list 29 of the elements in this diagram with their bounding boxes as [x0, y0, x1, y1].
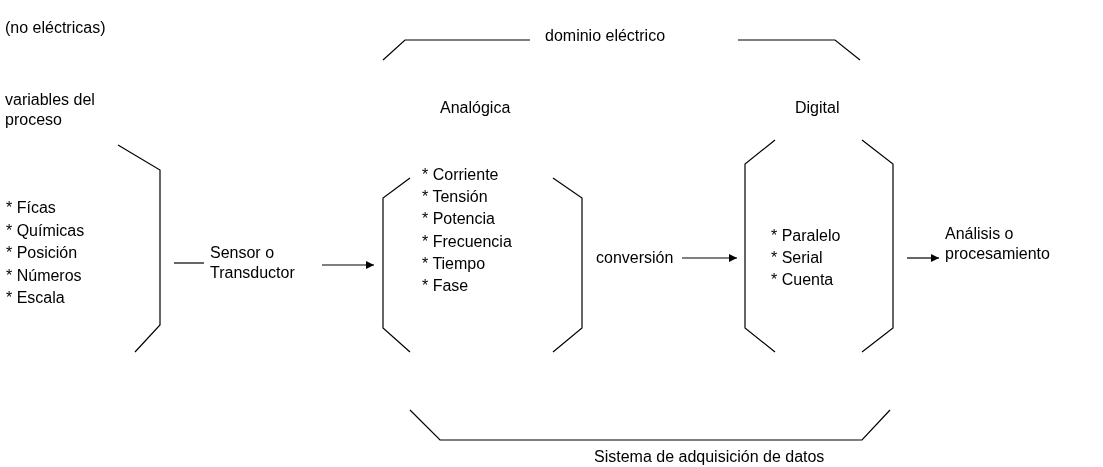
list-item: * Tiempo [422, 253, 486, 273]
column-heading: Analógica [440, 98, 511, 117]
bracket-label: Sistema de adquisición de datos [594, 447, 825, 467]
note-text: (no eléctricas) [5, 18, 106, 38]
list-item: * Corriente [422, 165, 499, 184]
arrow [906, 254, 940, 262]
list-item: * Fase [422, 276, 469, 295]
list-item: * Escala [6, 288, 65, 307]
heading-text: variables del proceso [5, 90, 96, 130]
list-item: * Químicas [6, 220, 85, 240]
connector-line [173, 262, 205, 264]
list-item: * Serial [771, 248, 823, 267]
bracket-label: dominio eléctrico [545, 26, 666, 46]
stage-label: conversión [596, 248, 680, 268]
arrow [681, 254, 738, 262]
list-item: * Fícas [6, 198, 56, 217]
list-item: * Paralelo [771, 226, 841, 245]
stage-label: Sensor o Transductor [210, 243, 320, 283]
list-item: * Tensión [422, 187, 488, 207]
bracketed-list [743, 98, 897, 355]
bracketed-list [380, 98, 586, 355]
list-item: * Frecuencia [422, 231, 512, 251]
stage-label: Análisis o procesamiento [945, 224, 1095, 264]
list-item: * Cuenta [771, 270, 834, 289]
list-item: * Posición [6, 243, 78, 262]
column-heading: Digital [795, 98, 840, 117]
arrow [321, 261, 375, 269]
list-item: * Potencia [422, 209, 495, 229]
list-item: * Números [6, 265, 82, 285]
